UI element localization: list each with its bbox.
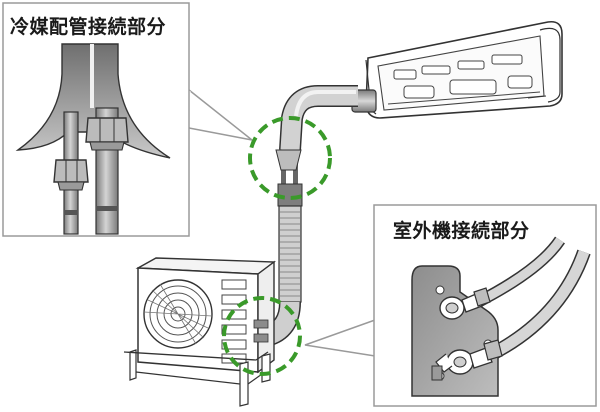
outdoor-unit	[123, 257, 277, 407]
callout-panel-outdoor	[373, 204, 597, 407]
indoor-unit	[351, 20, 563, 119]
callout-title-outdoor-connection: 室外機接続部分	[393, 220, 530, 242]
highlight-circle-refrigerant	[248, 116, 332, 200]
callout-connector-refrigerant	[187, 88, 253, 141]
flare-nut-icon	[53, 159, 89, 183]
flare-nut-icon	[85, 117, 129, 143]
highlight-circle-outdoor	[222, 296, 302, 376]
callout-panel-refrigerant	[2, 2, 190, 237]
callout-title-refrigerant-connection: 冷媒配管接続部分	[10, 16, 167, 38]
refrigerant-pipe-bundle	[262, 85, 358, 347]
callout-connector-outdoor	[304, 318, 377, 357]
